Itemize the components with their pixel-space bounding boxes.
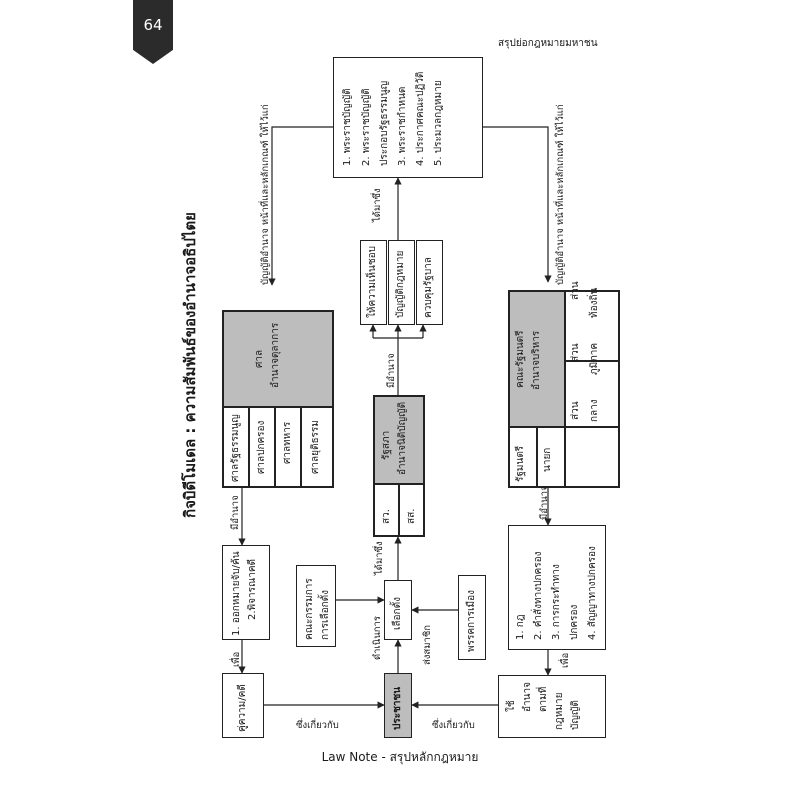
label-send-member: ส่งสมาชิก <box>422 624 433 665</box>
label-has-power-parl: มีอำนาจ <box>386 353 397 388</box>
law-item: 1. พระราชบัญญัติ <box>342 88 353 166</box>
admin-rule: 2. คำสั่งทางปกครอง <box>533 551 544 640</box>
admin-rules-box <box>508 525 606 650</box>
people-label: ประชาชน <box>392 686 403 730</box>
election-box <box>384 580 412 640</box>
court-item: ศาลยุติธรรม <box>310 420 321 474</box>
cabinet-title: คณะรัฐมนตรี <box>515 330 526 388</box>
court-item: ศาลปกครอง <box>256 420 267 474</box>
citizen-rights-box <box>498 675 606 738</box>
page-number: 64 <box>143 16 163 34</box>
court-title: ศาล <box>254 349 265 368</box>
label-enforce-top: บัญญัติอำนาจ หน้าที่และหลักเกณฑ์ ให้ไว้แ… <box>260 104 271 285</box>
election-commission-line: การเลือกตั้ง <box>320 589 331 640</box>
law-item: 4. ประกาศคณะปฏิวัติ <box>415 71 426 166</box>
laws-box <box>333 57 483 178</box>
power-approve-box <box>360 240 387 325</box>
admin-rule: 3. การกระทำทาง <box>551 564 562 640</box>
label-enforce-bottom: บัญญัติอำนาจ หน้าที่และหลักเกณฑ์ ให้ไว้แ… <box>555 104 566 285</box>
election-label: เลือกตั้ง <box>392 597 403 630</box>
citizen-rights-line: บัญญัติ <box>570 700 581 730</box>
admin-rule: 1. กฎ <box>515 614 526 641</box>
power-approve: ให้ความเห็นชอบ <box>367 246 378 318</box>
citizen-rights-line: อำนาจ <box>522 682 533 712</box>
court-subtitle: อำนาจตุลาการ <box>270 322 281 388</box>
citizen-rights-line: กฎหมาย <box>554 692 565 730</box>
region-provincial-1: ส่วน <box>570 343 581 362</box>
parties-box <box>458 575 486 660</box>
court-box <box>222 310 334 488</box>
law-item: ประกอบรัฐธรรมนูญ <box>379 80 390 166</box>
region-central-1: ส่วน <box>570 401 581 420</box>
region-central-2: กลาง <box>589 399 600 422</box>
people-box <box>384 673 412 738</box>
court-duty: 1. ออกหมายจับ/ค้น <box>231 551 242 636</box>
power-control-box <box>416 240 443 325</box>
parliament-house: สส. <box>406 508 417 524</box>
litigant-label: คู่ความ/คดี <box>237 684 248 732</box>
parliament-senate: สว. <box>381 509 392 524</box>
label-get-from: ได้มาซึ่ง <box>372 188 383 222</box>
parliament-header <box>374 396 424 484</box>
parliament-box <box>373 395 425 537</box>
power-control: ควบคุมรัฐบาล <box>423 257 434 318</box>
cabinet-box <box>508 290 620 488</box>
cabinet-minister: รัฐมนตรี <box>515 445 526 482</box>
region-local-1: ส่วน <box>570 281 581 300</box>
region-local-2: ท้องถิ่น <box>589 287 600 318</box>
citizen-rights-line: ตามที่ <box>538 686 549 712</box>
admin-rule: ปกครอง <box>569 604 580 640</box>
election-commission-line: คณะกรรมการ <box>304 578 315 640</box>
label-has-power-cab: มีอำนาจ <box>539 485 550 520</box>
parliament-subtitle: อำนาจนิติบัญญัติ <box>397 401 408 475</box>
court-duty: 2.พิจารณาคดี <box>247 558 258 620</box>
power-legislate: บัญญัติกฎหมาย <box>395 250 406 318</box>
cabinet-pm: นายก <box>542 447 553 472</box>
label-get-from-election: ได้มาซึ่ง <box>374 541 385 575</box>
admin-rule: 4. สัญญาทางปกครอง <box>587 546 598 640</box>
running-header: สรุปย่อกฎหมายมหาชน <box>498 38 598 49</box>
label-has-power-court: มีอำนาจ <box>230 495 241 530</box>
diagram-title: กิจบิดีโมเดล : ความสัมพันธ์ของอำนาจอธิปไ… <box>181 212 199 518</box>
cabinet-subtitle: อำนาจบริหาร <box>531 330 542 390</box>
label-to-1: เพื่อ <box>231 651 242 667</box>
litigant-box <box>222 673 264 738</box>
page-number-tab: 64 <box>133 0 173 64</box>
parliament-title: รัฐสภา <box>381 430 392 460</box>
election-commission-box <box>296 565 336 647</box>
label-operate: ดำเนินการ <box>372 616 383 660</box>
label-to-2: เพื่อ <box>560 652 571 668</box>
parties-label: พรรคการเมือง <box>466 590 477 652</box>
court-item: ศาลทหาร <box>282 421 293 464</box>
law-item: 3. พระราชกำหนด <box>397 86 408 166</box>
law-item: 2. พระราชบัญญัติ <box>361 88 372 166</box>
label-related-2: ซึ่งเกี่ยวกับ <box>432 720 475 731</box>
law-item: 5. ประมวลกฎหมาย <box>433 80 444 166</box>
region-provincial-2: ภูมิภาค <box>589 342 600 375</box>
running-footer: Law Note - สรุปหลักกฎหมาย <box>321 750 479 764</box>
citizen-rights-line: ใช้ <box>506 700 517 712</box>
court-item: ศาลรัฐธรรมนูญ <box>230 414 241 482</box>
power-legislate-box <box>388 240 415 325</box>
label-related-1: ซึ่งเกี่ยวกับ <box>296 720 339 731</box>
court-header <box>223 311 333 407</box>
court-duties-box <box>222 545 270 640</box>
cabinet-header <box>509 291 565 427</box>
